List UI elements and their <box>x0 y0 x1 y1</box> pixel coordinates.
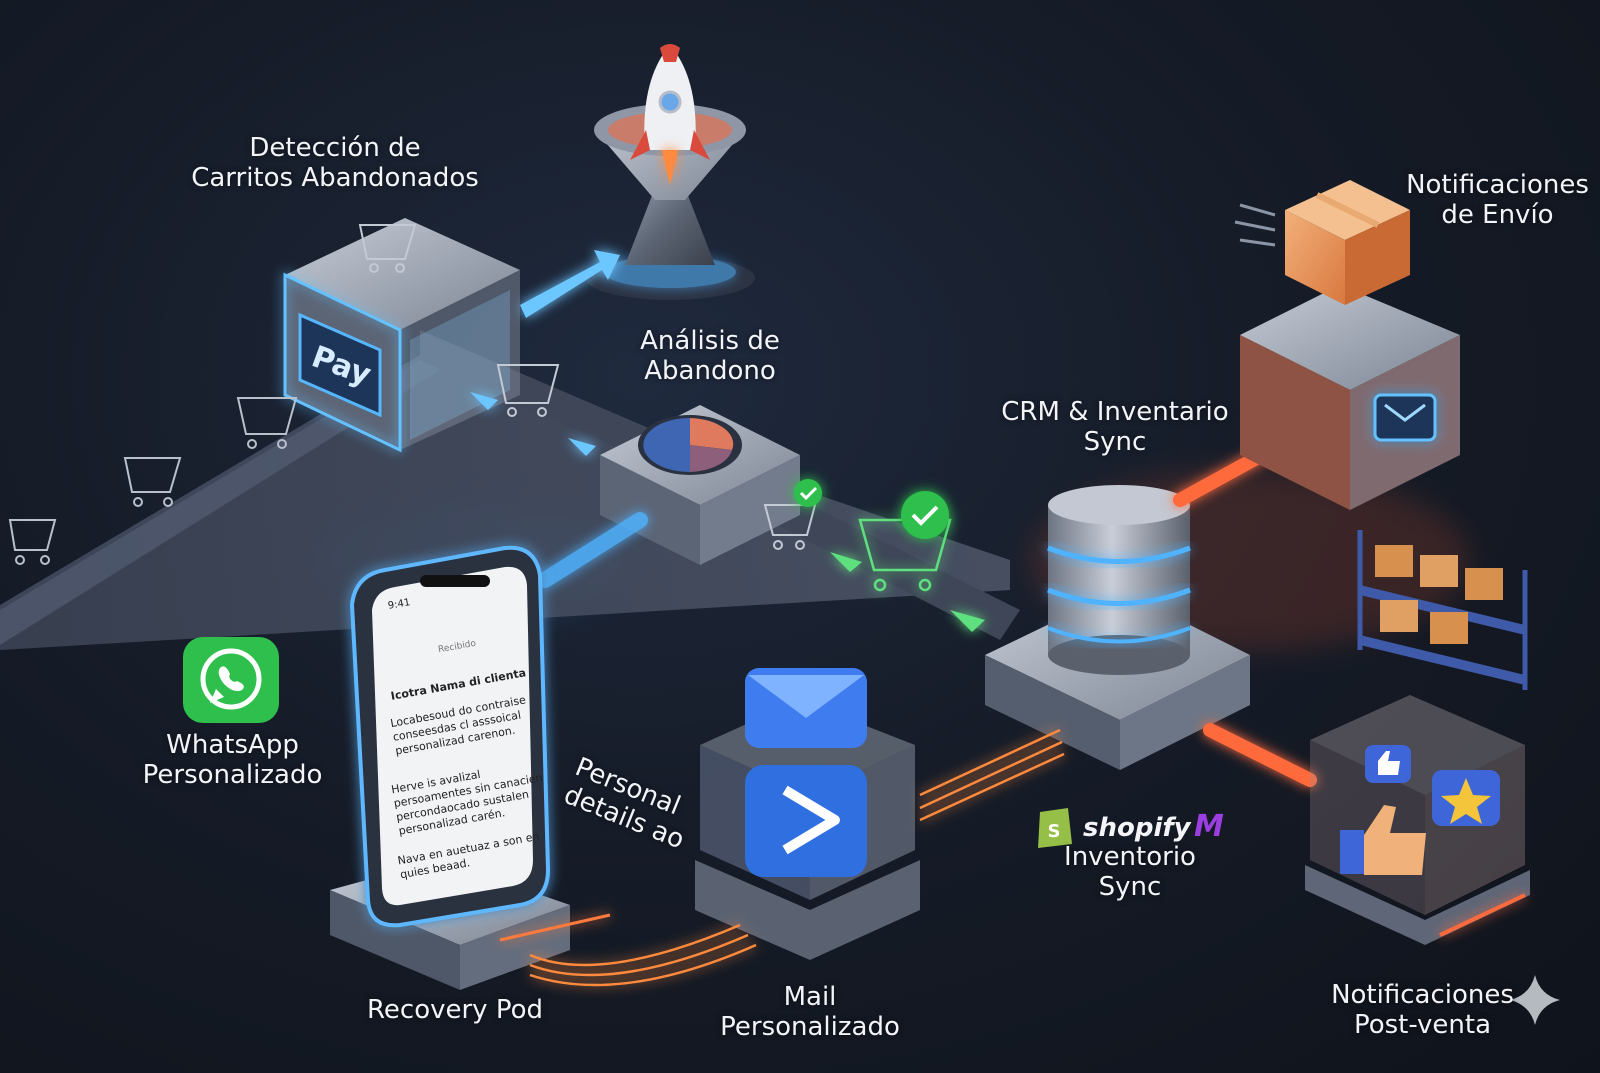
label-recovery-pod: Recovery Pod <box>367 995 543 1025</box>
label-deteccion: Detección de Carritos Abandonados <box>191 133 479 193</box>
cart-icon <box>8 519 57 565</box>
package-box-icon <box>1234 180 1410 305</box>
thumbs-up-icon <box>1340 805 1426 875</box>
label-postventa: Notificaciones Post-venta <box>1331 980 1514 1040</box>
shopify-mark: M <box>1194 809 1224 844</box>
activecampaign-icon <box>745 765 867 877</box>
flow-arrow-small <box>568 438 596 456</box>
label-mail: Mail Personalizado <box>720 982 900 1042</box>
label-whatsapp: WhatsApp Personalizado <box>142 730 323 790</box>
flow-arrow-green <box>950 610 985 632</box>
cart-icon <box>358 224 417 273</box>
blue-pipe <box>537 512 648 588</box>
rocket-funnel-icon <box>585 44 755 300</box>
flow-arrow-to-funnel <box>520 250 620 318</box>
cart-icon <box>763 504 817 550</box>
label-crm: CRM & Inventario Sync <box>1001 397 1229 457</box>
warehouse-shelf-icon <box>1357 530 1528 690</box>
cart-icon <box>496 364 560 417</box>
smartphone <box>349 545 551 928</box>
shopify-wordmark: shopify <box>1083 813 1192 843</box>
flow-arrow-small <box>470 392 498 410</box>
svg-text:S: S <box>1048 821 1061 842</box>
envelope-icon <box>745 668 867 748</box>
check-icon <box>901 491 949 539</box>
orange-data-stream <box>529 728 1065 987</box>
cart-icon <box>236 397 298 449</box>
pie-chart-icon <box>643 418 734 472</box>
star-icon <box>1432 770 1500 826</box>
cart-icon <box>123 457 182 507</box>
whatsapp-icon <box>183 637 279 723</box>
sparkle-icon <box>1510 975 1560 1025</box>
label-inventorio-sync: Inventorio Sync <box>1064 842 1196 902</box>
envelope-icon <box>1373 393 1437 442</box>
thumbs-up-icon <box>1365 745 1411 783</box>
database-icon <box>1047 485 1191 675</box>
check-icon <box>794 479 822 507</box>
conveyor-track-edge <box>0 355 440 645</box>
label-envio: Notificaciones de Envío <box>1406 170 1589 230</box>
label-analisis: Análisis de Abandono <box>640 326 780 386</box>
conveyor-track-left <box>0 360 1010 650</box>
flow-arrow-green <box>830 552 862 572</box>
orange-pipe-to-postventa <box>1203 723 1317 787</box>
shopify-icon: S <box>1038 808 1072 848</box>
